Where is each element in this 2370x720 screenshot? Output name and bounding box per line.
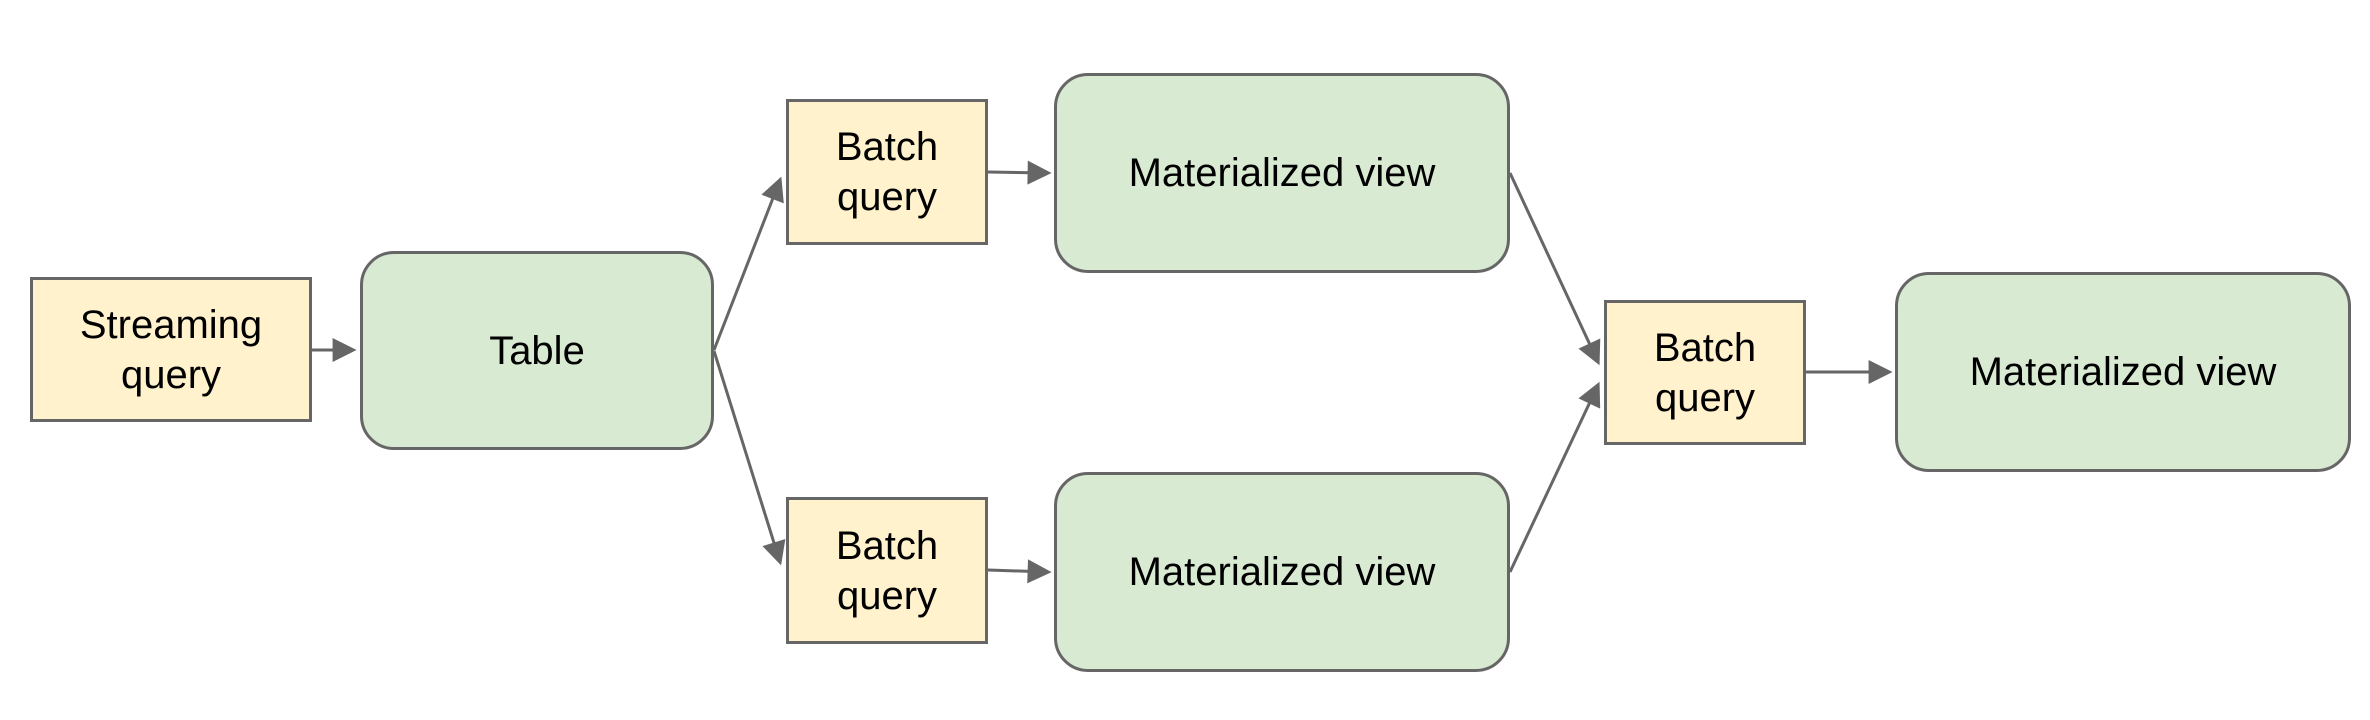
- node-batch-query-right: Batch query: [1604, 300, 1806, 445]
- edge-table-to-batch-query-top: [712, 176, 784, 351]
- node-batch-query-top: Batch query: [786, 99, 988, 245]
- edge-table-to-batch-query-bottom: [712, 350, 786, 566]
- node-materialized-view-bottom: Materialized view: [1054, 472, 1510, 672]
- node-batch-query-bottom: Batch query: [786, 497, 988, 644]
- node-materialized-view-right-label: Materialized view: [1969, 350, 2277, 394]
- node-streaming-query-label: Streaming query: [79, 302, 263, 397]
- node-batch-query-bottom-label: Batch query: [835, 523, 939, 618]
- node-streaming-query: Streaming query: [30, 277, 312, 422]
- node-materialized-view-right: Materialized view: [1895, 272, 2351, 472]
- node-table: Table: [360, 251, 714, 450]
- edge-materialized-view-bottom-to-batch-query-right: [1508, 381, 1601, 573]
- node-table-label: Table: [489, 328, 585, 373]
- node-materialized-view-top: Materialized view: [1054, 73, 1510, 273]
- node-materialized-view-bottom-label: Materialized view: [1128, 550, 1436, 594]
- edge-batch-query-bottom-to-materialized-view-bottom: [987, 559, 1052, 584]
- node-batch-query-top-label: Batch query: [835, 125, 939, 219]
- edge-batch-query-top-to-materialized-view-top: [987, 160, 1052, 185]
- edge-materialized-view-top-to-batch-query-right: [1508, 172, 1601, 366]
- node-materialized-view-top-label: Materialized view: [1128, 151, 1436, 195]
- node-batch-query-right-label: Batch query: [1653, 325, 1757, 420]
